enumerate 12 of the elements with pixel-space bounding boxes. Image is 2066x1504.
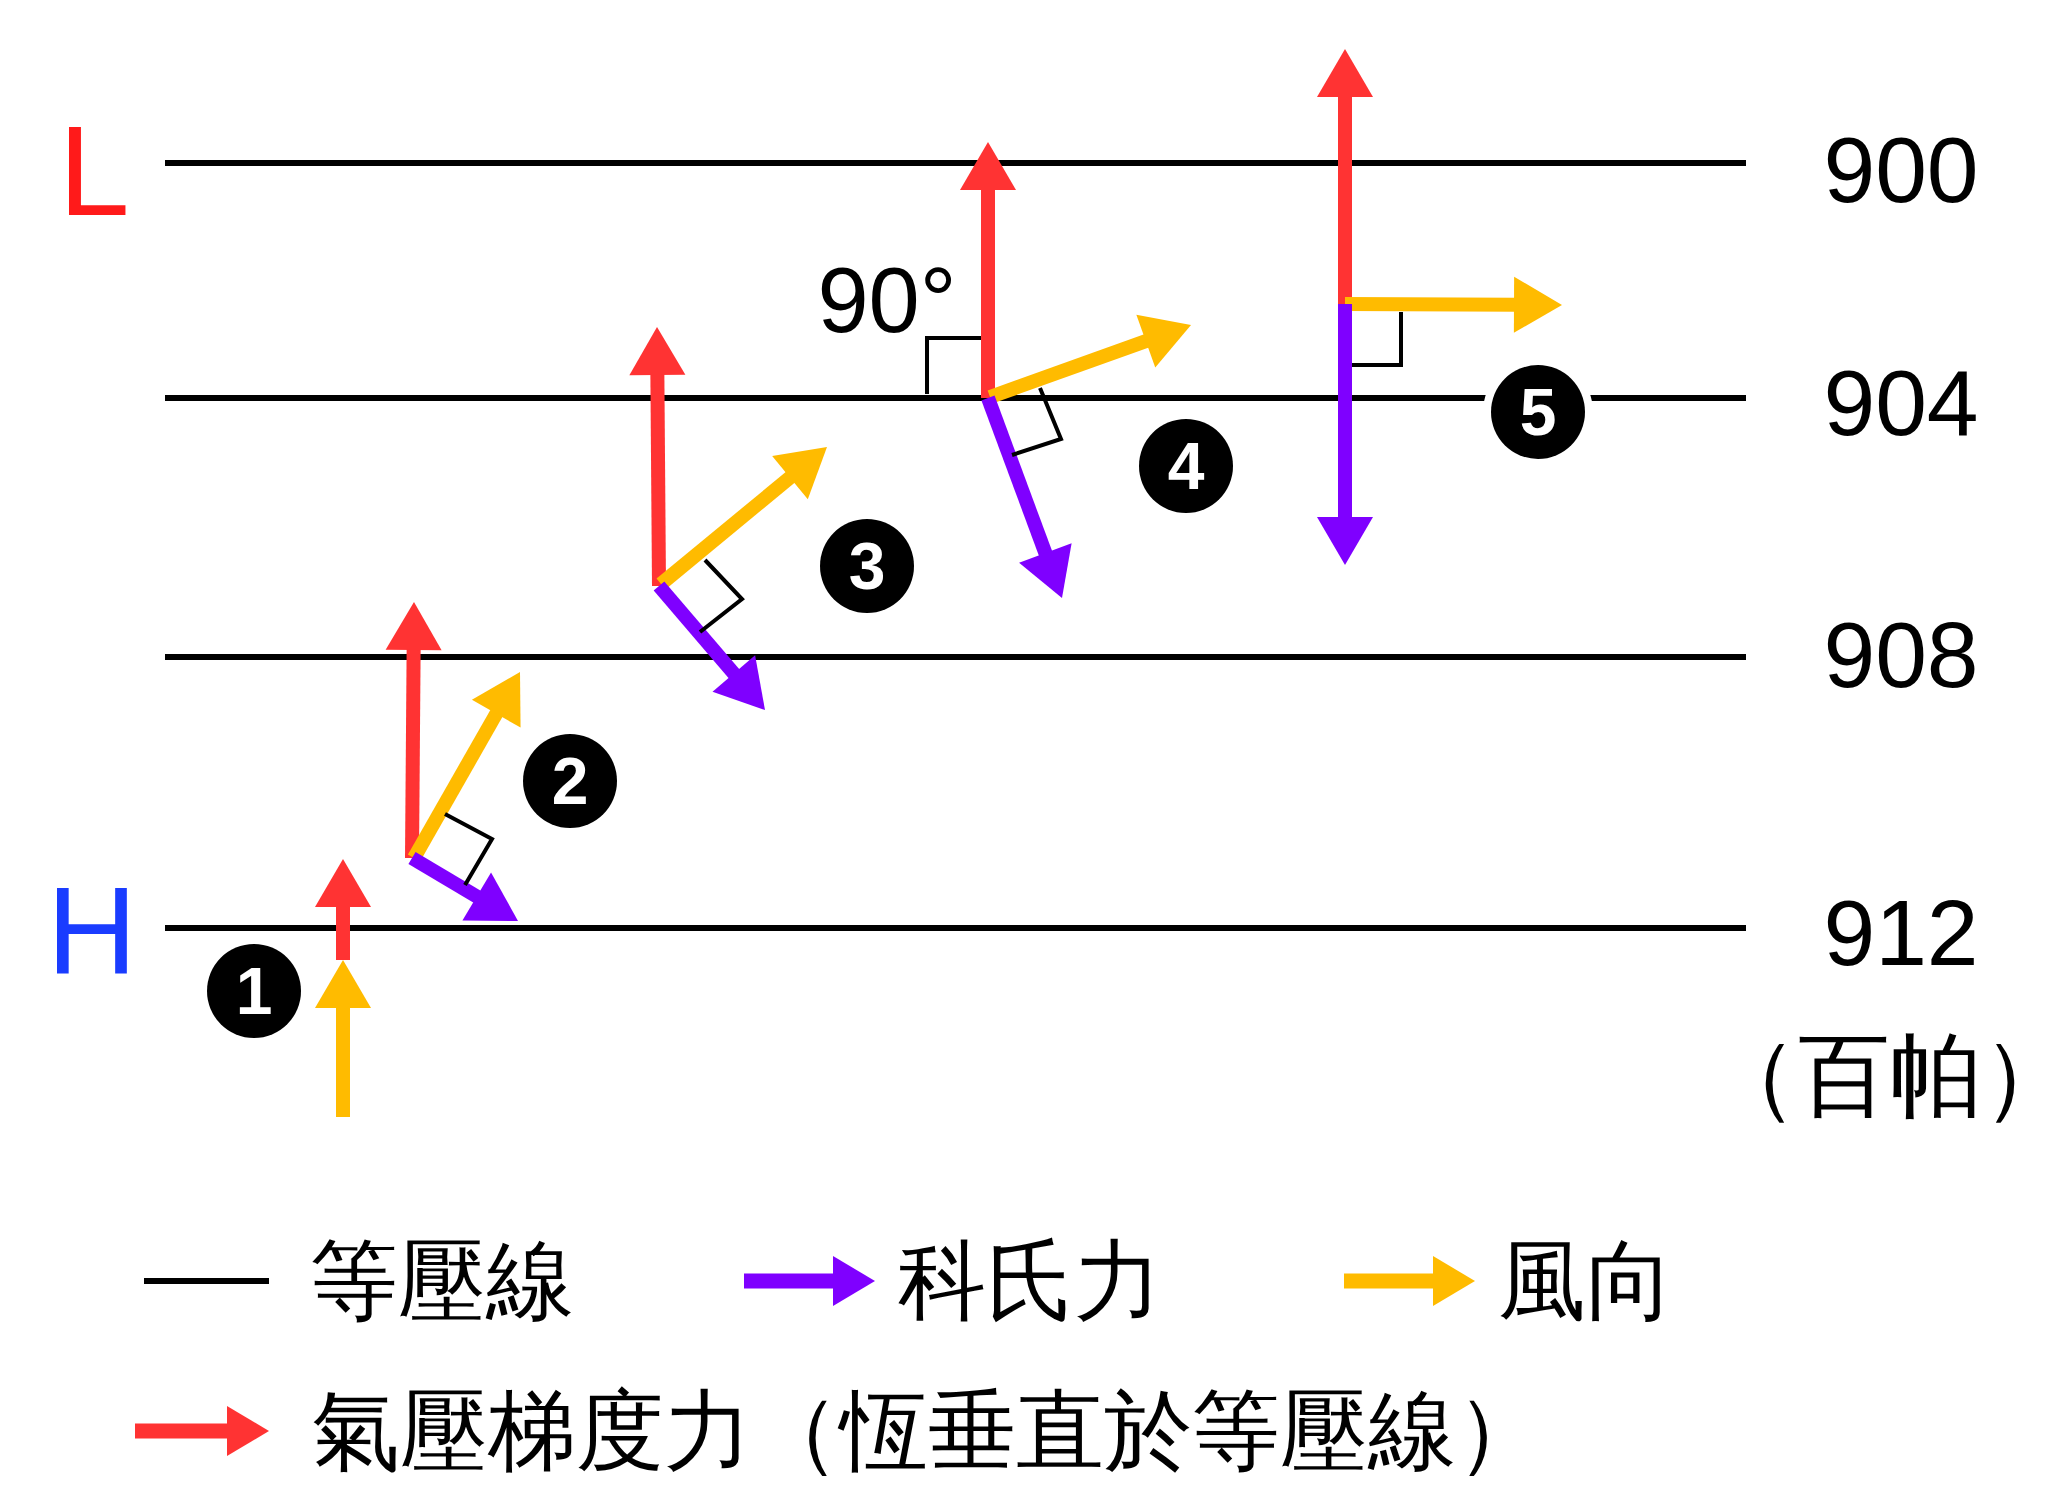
pressure-center-label: H [46, 867, 138, 993]
isobar-value-label: 900 [1823, 123, 1979, 217]
isobar-value-label: 908 [1823, 608, 1979, 702]
legend-label: 風向 [1498, 1237, 1674, 1325]
isobar-value-label: 912 [1823, 886, 1979, 980]
legend-label: 科氏力 [898, 1237, 1162, 1325]
angle-label: 90° [817, 254, 957, 346]
isobar-value-label: 904 [1823, 356, 1979, 450]
unit-label: （百帕） [1706, 1029, 2066, 1121]
legend-label: 氣壓梯度力（恆垂直於等壓線） [312, 1387, 1544, 1475]
legend-label: 等壓線 [310, 1237, 574, 1325]
pressure-center-label: L [58, 107, 130, 235]
